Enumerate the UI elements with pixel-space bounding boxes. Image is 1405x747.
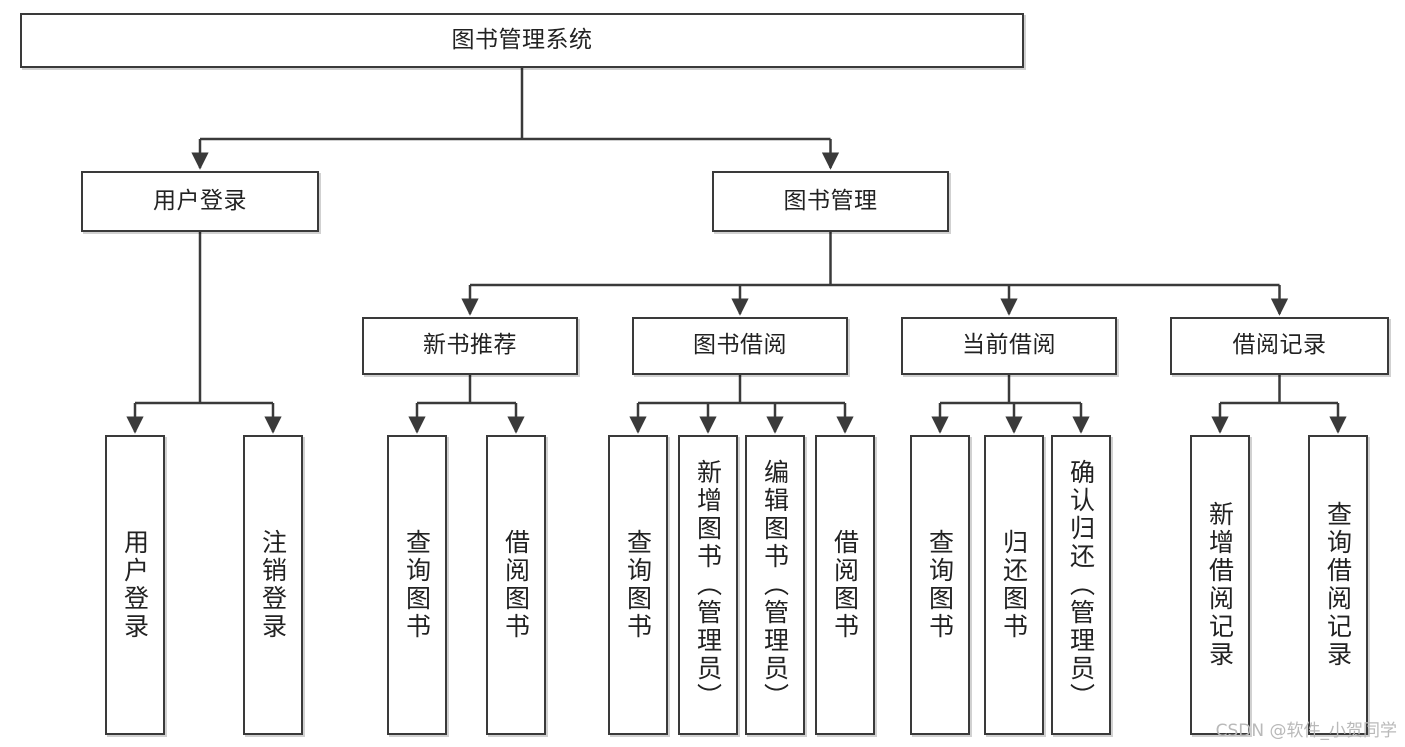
node-borrow[interactable]: 图书借阅 [632, 317, 848, 375]
node-current[interactable]: 当前借阅 [901, 317, 1117, 375]
node-label: 查询图书 [402, 529, 432, 641]
node-label: 新增借阅记录 [1205, 501, 1235, 669]
node-newbook[interactable]: 新书推荐 [362, 317, 578, 375]
node-l5[interactable]: 查询图书 [608, 435, 668, 735]
node-label: 归还图书 [999, 529, 1029, 641]
node-label: 确认归还（管理员） [1066, 459, 1096, 711]
node-label: 新增图书（管理员） [693, 459, 723, 711]
node-label: 新书推荐 [423, 332, 517, 359]
node-label: 借阅图书 [830, 529, 860, 641]
node-label: 查询图书 [925, 529, 955, 641]
node-label: 借阅图书 [501, 529, 531, 641]
node-label: 用户登录 [120, 529, 150, 641]
edge-paths [126, 68, 1347, 434]
node-label: 当前借阅 [962, 332, 1056, 359]
node-label: 编辑图书（管理员） [760, 459, 790, 711]
node-root[interactable]: 图书管理系统 [20, 13, 1024, 68]
node-l9[interactable]: 查询图书 [910, 435, 970, 735]
node-label: 查询图书 [623, 529, 653, 641]
node-l10[interactable]: 归还图书 [984, 435, 1044, 735]
node-label: 借阅记录 [1232, 332, 1327, 359]
node-label: 图书借阅 [693, 332, 787, 359]
node-l4[interactable]: 借阅图书 [486, 435, 546, 735]
node-label: 注销登录 [258, 529, 288, 641]
node-label: 用户登录 [153, 187, 247, 214]
node-l13[interactable]: 查询借阅记录 [1308, 435, 1368, 735]
node-l7[interactable]: 编辑图书（管理员） [745, 435, 805, 735]
node-label: 图书管理 [783, 187, 878, 214]
node-l6[interactable]: 新增图书（管理员） [678, 435, 738, 735]
node-l8[interactable]: 借阅图书 [815, 435, 875, 735]
node-l3[interactable]: 查询图书 [387, 435, 447, 735]
node-l12[interactable]: 新增借阅记录 [1190, 435, 1250, 735]
node-bookmgmt[interactable]: 图书管理 [712, 171, 949, 232]
node-login[interactable]: 用户登录 [81, 171, 319, 232]
node-l2[interactable]: 注销登录 [243, 435, 303, 735]
node-l1[interactable]: 用户登录 [105, 435, 165, 735]
node-l11[interactable]: 确认归还（管理员） [1051, 435, 1111, 735]
node-label: 查询借阅记录 [1323, 501, 1353, 669]
node-label: 图书管理系统 [451, 26, 593, 53]
node-records[interactable]: 借阅记录 [1170, 317, 1389, 375]
